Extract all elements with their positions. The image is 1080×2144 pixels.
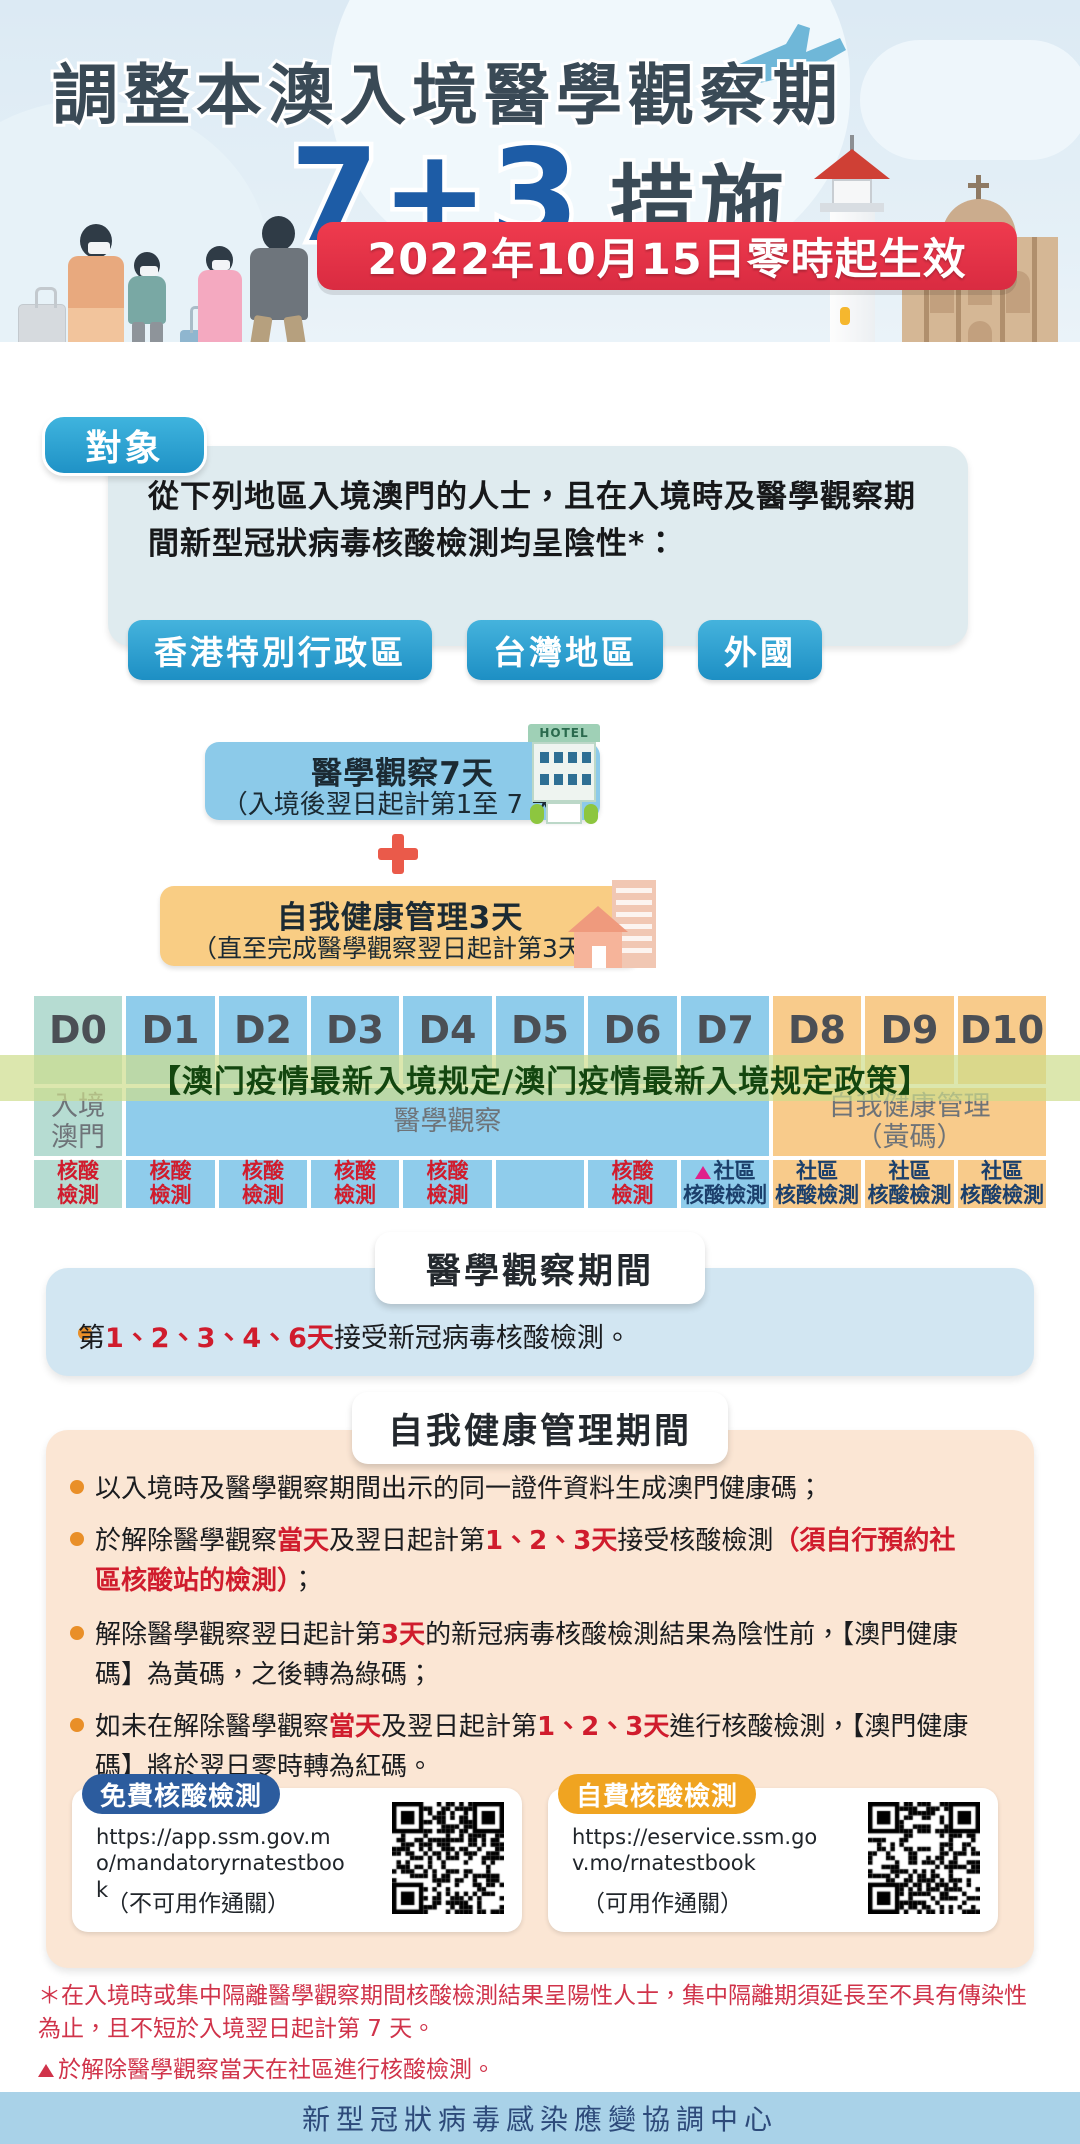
- timeline-phase-medical-label: 醫學觀察: [393, 1106, 502, 1138]
- timeline-test-cell: 社區核酸檢測: [863, 1158, 956, 1210]
- house-icon: [568, 880, 658, 968]
- timeline-test-label: 核酸檢測: [149, 1159, 192, 1207]
- free-test-note: （不可用作通關）: [106, 1891, 290, 1917]
- qr-code-icon[interactable]: [868, 1802, 980, 1914]
- object-section-tag: 對象: [42, 414, 207, 476]
- plus-icon: [378, 834, 418, 874]
- timeline-test-label: 社區核酸檢測: [867, 1159, 952, 1207]
- paid-test-note: （可用作通關）: [582, 1891, 743, 1917]
- timeline-test-label: 核酸檢測: [334, 1159, 376, 1207]
- paid-test-qr-panel[interactable]: 自費核酸檢測 https://eservice.ssm.gov.mo/rnate…: [548, 1774, 998, 1932]
- free-test-qr-panel[interactable]: 免費核酸檢測 https://app.ssm.gov.mo/mandatoryr…: [72, 1774, 522, 1932]
- timeline-day-label: D8: [788, 1008, 846, 1052]
- region-pill-foreign[interactable]: 外國: [698, 620, 822, 680]
- timeline-day-label: D9: [880, 1008, 939, 1052]
- bullet-dot: [70, 1532, 84, 1546]
- cloud-shape-c: [860, 40, 1080, 160]
- hero-title: 調整本澳入境醫學觀察期: [49, 54, 844, 137]
- effective-date-text: 2022年10月15日零時起生效: [367, 235, 967, 285]
- timeline-day-header: D9: [863, 994, 956, 1086]
- timeline-test-label: 核酸檢測: [242, 1159, 284, 1207]
- effective-date-banner: 2022年10月15日零時起生效: [317, 222, 1017, 290]
- timeline-test-cell: 核酸檢測: [124, 1158, 217, 1210]
- self-period-header: 自我健康管理期間: [352, 1392, 728, 1464]
- footer-bar: 新型冠狀病毒感染應變協調中心: [0, 2092, 1080, 2144]
- timeline-day-label: D2: [234, 1008, 292, 1052]
- timeline-test-cell: 社區核酸檢測: [771, 1158, 863, 1210]
- airplane-icon: [702, 24, 846, 98]
- self-period-header-text: 自我健康管理期間: [387, 1411, 692, 1452]
- paid-test-tag: 自費核酸檢測: [558, 1774, 757, 1814]
- hero-ground: [0, 342, 1080, 400]
- timeline-test-cell: 核酸檢測: [586, 1158, 679, 1210]
- bullet-dot: [70, 1626, 84, 1640]
- region-pill-hongkong[interactable]: 香港特別行政區: [128, 620, 432, 680]
- region-pill-row: 香港特別行政區 台灣地區 外國: [128, 620, 948, 680]
- timeline-test-cell: [494, 1158, 586, 1210]
- free-test-url[interactable]: https://app.ssm.gov.mo/mandatoryrnatestb…: [96, 1825, 345, 1902]
- bullet-dot: [78, 1326, 92, 1340]
- timeline-day-label: D6: [603, 1008, 662, 1052]
- timeline-day-label: D7: [696, 1008, 754, 1052]
- footer-text: 新型冠狀病毒感染應變協調中心: [301, 2103, 778, 2136]
- timeline-day-label: D4: [418, 1008, 477, 1052]
- timeline-day-label: D1: [141, 1008, 200, 1052]
- self-period-bullet: 以入境時及醫學觀察期間出示的同一證件資料生成澳門健康碼；: [95, 1474, 824, 1504]
- timeline-test-cell: 社區核酸檢測: [956, 1158, 1048, 1210]
- bullet-dot: [70, 1480, 84, 1494]
- timeline-day-label: D5: [511, 1008, 569, 1052]
- timeline-test-cell: 核酸檢測: [217, 1158, 309, 1210]
- self-health-subtitle: （直至完成醫學觀察翌日起計第3天）: [192, 934, 608, 963]
- hero-banner: 調整本澳入境醫學觀察期 7+3 措施 2022年10月15日零時起生效: [0, 0, 1080, 400]
- footnote-asterisk: ＊在入境時或集中隔離醫學觀察期間核酸檢測結果呈陽性人士，集中隔離期須延長至不具有…: [38, 1983, 1027, 2042]
- medical-period-bullet: 第1、2、3、4、6天接受新冠病毒核酸檢測。: [78, 1323, 631, 1354]
- footnote-triangle: 於解除醫學觀察當天在社區進行核酸檢測。: [38, 2054, 1048, 2087]
- timeline-test-label: 社區核酸檢測: [960, 1159, 1044, 1207]
- self-period-bullet: 解除醫學觀察翌日起計第3天的新冠病毒核酸檢測結果為陰性前，【澳門健康碼】為黃碼，…: [95, 1620, 959, 1690]
- object-section-panel: 從下列地區入境澳門的人士，且在入境時及醫學觀察期間新型冠狀病毒核酸檢測均呈陰性*…: [108, 446, 968, 646]
- timeline-test-label: 核酸檢測: [426, 1159, 469, 1207]
- day-timeline-table: D0 核酸檢測 D1 核酸檢測 D2 核酸檢測 D3 核酸檢測 D4 核酸檢測 D5 D6 核酸檢測 D7…: [32, 994, 1048, 1210]
- timeline-test-label: 社區核酸檢測: [683, 1159, 767, 1207]
- bullet-dot: [70, 1718, 84, 1732]
- timeline-day-label: D10: [959, 1008, 1045, 1052]
- self-health-box: 自我健康管理3天 （直至完成醫學觀察翌日起計第3天）: [160, 886, 640, 966]
- watermark-overlay: 【澳门疫情最新入境规定/澳门疫情最新入境规定政策】: [0, 1055, 1080, 1101]
- timeline-test-cell: 社區核酸檢測: [679, 1158, 771, 1210]
- timeline-test-cell: 核酸檢測: [309, 1158, 401, 1210]
- timeline-test-label: 核酸檢測: [611, 1159, 654, 1207]
- hotel-icon: HOTEL: [528, 724, 600, 824]
- timeline-test-cell: 核酸檢測: [401, 1158, 494, 1210]
- self-period-bullet: 如未在解除醫學觀察當天及翌日起計第1、2、3天進行核酸檢測，【澳門健康碼】將於翌…: [95, 1712, 969, 1782]
- medical-observation-subtitle: （入境後翌日起計第1至 7 天）: [221, 790, 584, 820]
- qr-code-icon[interactable]: [392, 1802, 504, 1914]
- timeline-day-label: D0: [49, 1008, 107, 1052]
- self-period-bullet: 於解除醫學觀察當天及翌日起計第1、2、3天接受核酸檢測（須自行預約社區核酸站的檢…: [95, 1526, 956, 1596]
- medical-observation-title: 醫學觀察7天: [311, 756, 494, 792]
- paid-test-url[interactable]: https://eservice.ssm.gov.mo/rnatestbook: [572, 1825, 818, 1876]
- region-pill-taiwan[interactable]: 台灣地區: [467, 620, 663, 680]
- timeline-test-label: 社區核酸檢測: [775, 1159, 859, 1207]
- timeline-day-label: D3: [326, 1008, 384, 1052]
- watermark-text: 【澳门疫情最新入境规定/澳门疫情最新入境规定政策】: [149, 1063, 931, 1100]
- medical-period-header-text: 醫學觀察期間: [425, 1251, 654, 1292]
- free-test-tag: 免費核酸檢測: [82, 1774, 281, 1814]
- hotel-sign-label: HOTEL: [539, 726, 589, 740]
- timeline-test-label: 核酸檢測: [57, 1159, 99, 1207]
- medical-period-header: 醫學觀察期間: [375, 1232, 705, 1304]
- object-description: 從下列地區入境澳門的人士，且在入境時及醫學觀察期間新型冠狀病毒核酸檢測均呈陰性*…: [148, 479, 916, 563]
- self-health-title: 自我健康管理3天: [276, 900, 524, 936]
- timeline-test-cell: 核酸檢測: [32, 1158, 124, 1210]
